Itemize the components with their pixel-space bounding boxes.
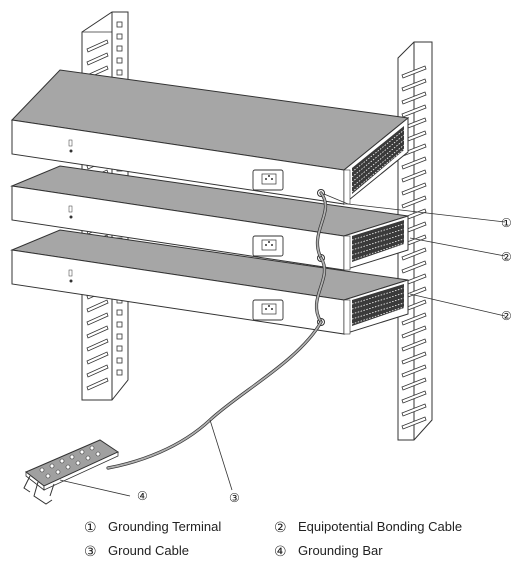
rail-slot: [401, 78, 427, 92]
rail-slot: [401, 377, 427, 391]
legend: ① Grounding Terminal ② Equipotential Bon…: [84, 519, 462, 560]
rail-hole: [116, 333, 123, 340]
legend-item-grounding-bar: ④ Grounding Bar: [274, 543, 383, 560]
legend-label: Ground Cable: [108, 543, 189, 558]
rail-slot: [86, 364, 109, 378]
rail-hole: [116, 57, 123, 64]
rail-slot: [401, 351, 427, 365]
rail-slot: [401, 260, 427, 274]
vent-grille-2: [351, 220, 405, 262]
rail-slot: [401, 312, 427, 326]
switch-3: [10, 229, 409, 335]
callout-ground-cable: ③: [229, 491, 240, 505]
equipotential-bonding-cables: [314, 191, 328, 324]
rail-slot: [401, 247, 427, 261]
legend-label: Grounding Bar: [298, 543, 383, 558]
legend-number: ②: [274, 520, 287, 536]
legend-item-bonding-cable: ② Equipotential Bonding Cable: [274, 519, 462, 536]
power-socket-1: [252, 169, 284, 191]
rail-hole: [116, 321, 123, 328]
rail-hole: [116, 369, 123, 376]
rail-slot: [86, 351, 109, 365]
vent-grille-3: [351, 284, 405, 326]
rail-slot: [86, 325, 109, 339]
vent-grille-1: [351, 126, 405, 194]
rail-hole: [116, 21, 123, 28]
rail-hole: [116, 345, 123, 352]
power-socket-2: [252, 235, 284, 257]
legend-label: Equipotential Bonding Cable: [298, 519, 462, 534]
rail-slot: [401, 156, 427, 170]
rail-slot: [86, 312, 109, 326]
grounding-bar: [23, 439, 120, 505]
rail-slot: [401, 195, 427, 209]
callout-bonding-cable-upper: ②: [501, 250, 512, 264]
rail-slot: [86, 39, 109, 53]
callout-grounding-bar: ④: [137, 489, 148, 503]
callout-bonding-cable-lower: ②: [501, 309, 512, 323]
rail-slot: [401, 338, 427, 352]
rail-slot: [86, 52, 109, 66]
rail-slot: [401, 169, 427, 183]
rail-slot: [401, 65, 427, 79]
power-socket-3: [252, 299, 284, 321]
rail-slot: [401, 403, 427, 417]
rail-slot: [401, 390, 427, 404]
rail-slot: [401, 325, 427, 339]
rail-slot: [401, 364, 427, 378]
rail-hole: [116, 357, 123, 364]
legend-label: Grounding Terminal: [108, 519, 221, 534]
switch-2: [10, 165, 409, 271]
legend-item-grounding-terminal: ① Grounding Terminal: [84, 519, 221, 536]
legend-number: ③: [84, 544, 97, 560]
rail-slot: [401, 182, 427, 196]
rail-slot: [401, 416, 427, 430]
legend-number: ④: [274, 544, 287, 560]
rail-hole: [116, 45, 123, 52]
legend-number: ①: [84, 520, 97, 536]
rail-slot: [86, 377, 109, 391]
legend-item-ground-cable: ③ Ground Cable: [84, 543, 189, 560]
ground-cable: [106, 320, 323, 470]
callout-leaders: [59, 193, 506, 497]
switch-1: [10, 69, 410, 206]
rail-slot: [401, 104, 427, 118]
rail-hole: [116, 69, 123, 76]
callout-grounding-terminal: ①: [501, 216, 512, 230]
rail-hole: [116, 33, 123, 40]
rail-slot: [86, 338, 109, 352]
rail-slot: [401, 91, 427, 105]
rail-hole: [116, 309, 123, 316]
rail-slot: [86, 299, 109, 313]
